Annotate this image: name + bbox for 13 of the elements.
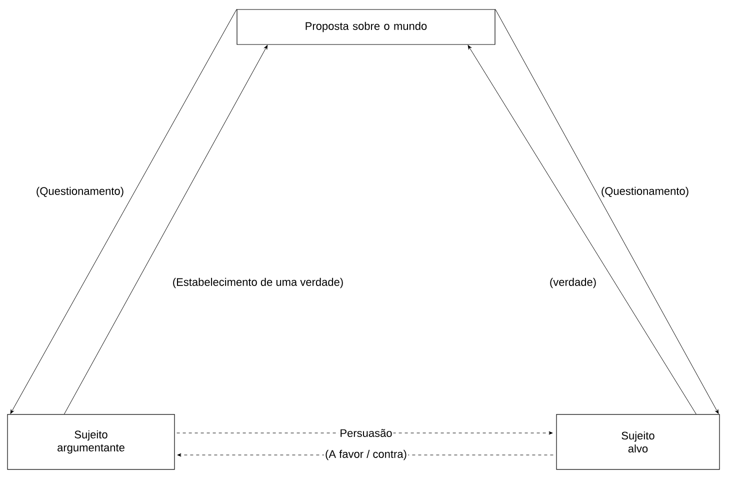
edge-label: Persuasão — [338, 428, 394, 438]
edge-label: (verdade) — [548, 276, 598, 290]
edge-label: (Questionamento) — [600, 186, 690, 198]
box: Sujeito alvo — [556, 414, 720, 470]
arrow — [495, 8, 719, 414]
box: Sujeito argumentante — [7, 414, 175, 470]
arrow — [468, 45, 696, 414]
arrow — [10, 8, 237, 414]
edge-label: (A favor / contra) — [324, 448, 408, 462]
arrow — [64, 45, 268, 414]
box: Proposta sobre o mundo — [236, 9, 496, 45]
edge-label: (Questionamento) — [34, 186, 126, 198]
edge-label: (Estabelecimento de uma verdade) — [171, 276, 345, 290]
